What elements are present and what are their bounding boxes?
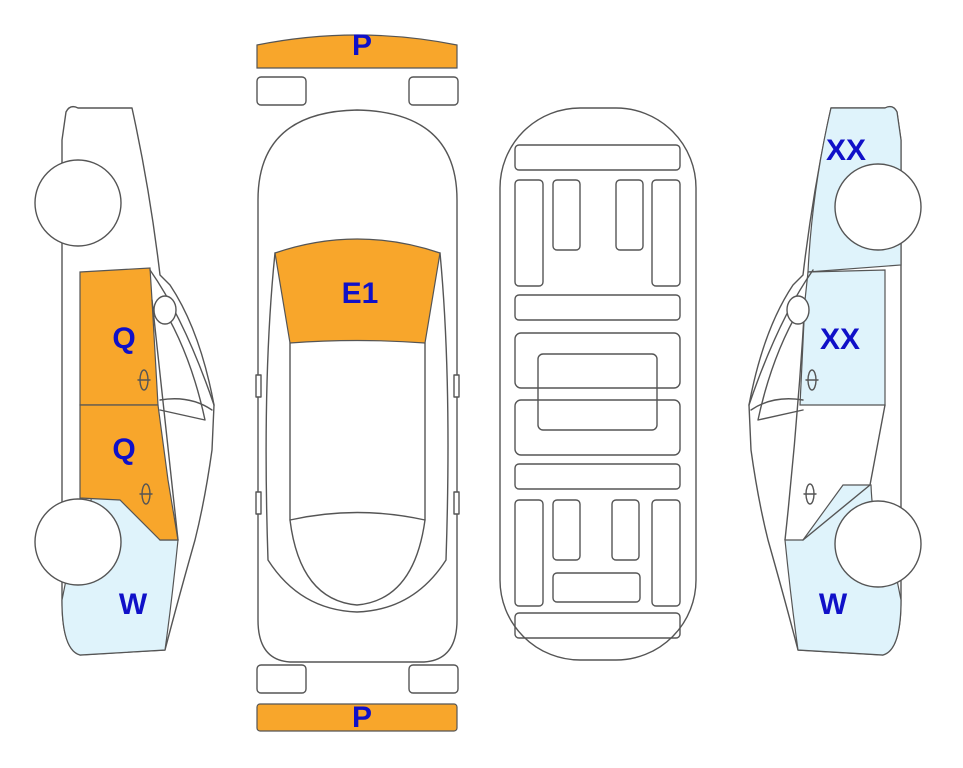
top-left-mirror — [255, 374, 262, 398]
rear-bumper-label: P — [352, 701, 372, 734]
right-side-view: XX XX W — [748, 105, 922, 656]
left-rear-door-panel — [79, 404, 179, 541]
windshield-label: E1 — [342, 277, 379, 310]
right-front-door-label: XX — [820, 323, 860, 356]
front-bumper-label: P — [352, 29, 372, 62]
underside-part — [514, 179, 544, 287]
rear-left-light — [256, 664, 307, 694]
right-front-wheel — [834, 163, 922, 251]
top-view: P E1 P — [255, 29, 460, 734]
top-right-handle — [453, 491, 460, 515]
underside-center-pan — [537, 353, 658, 431]
right-door-handle-rear — [803, 483, 817, 505]
right-door-handle-front — [805, 369, 819, 391]
underside-part — [514, 332, 681, 389]
roof-outline — [289, 342, 426, 521]
front-right-light — [408, 76, 459, 106]
left-mirror — [153, 295, 177, 325]
left-front-wheel — [34, 159, 122, 247]
left-window-line — [149, 269, 215, 406]
top-car-body — [257, 109, 458, 663]
right-front-door-panel — [799, 269, 886, 406]
underside-part — [611, 499, 640, 561]
left-door-handle-rear — [139, 483, 153, 505]
left-rear-door-label: Q — [112, 433, 135, 466]
underside-body — [499, 107, 697, 661]
left-side-view: Q Q W — [34, 105, 215, 656]
right-mirror — [786, 295, 810, 325]
underside-part — [615, 179, 644, 251]
rear-bumper-panel — [256, 703, 458, 732]
right-rear-wheel — [834, 500, 922, 588]
underside-view — [499, 107, 697, 661]
rear-right-light — [408, 664, 459, 694]
left-door-handle-front — [137, 369, 151, 391]
underside-front-bar — [514, 144, 681, 171]
top-right-mirror — [453, 374, 460, 398]
left-front-door-label: Q — [112, 322, 135, 355]
left-door-seam — [151, 299, 179, 541]
right-door-seam — [784, 299, 806, 541]
underside-rear-bar — [514, 612, 681, 639]
underside-part — [514, 294, 681, 321]
left-front-door-panel — [79, 267, 159, 406]
right-rear-quarter-label: W — [819, 588, 848, 621]
top-left-handle — [255, 491, 262, 515]
left-rear-quarter-label: W — [119, 588, 148, 621]
right-window-line — [748, 269, 814, 406]
right-front-fender-label: XX — [826, 134, 866, 167]
underside-part — [552, 499, 581, 561]
underside-part — [651, 179, 681, 287]
rear-window-line — [289, 519, 426, 606]
underside-part — [552, 572, 641, 603]
underside-part — [514, 463, 681, 490]
left-rear-wheel — [34, 498, 122, 586]
left-belt-line — [159, 398, 213, 411]
underside-part — [514, 499, 544, 607]
front-bumper-panel — [256, 34, 458, 69]
right-rear-door-seam — [802, 404, 886, 541]
front-left-light — [256, 76, 307, 106]
underside-part — [651, 499, 681, 607]
underside-part — [514, 399, 681, 456]
underside-part — [552, 179, 581, 251]
cabin-left-line — [265, 252, 449, 613]
